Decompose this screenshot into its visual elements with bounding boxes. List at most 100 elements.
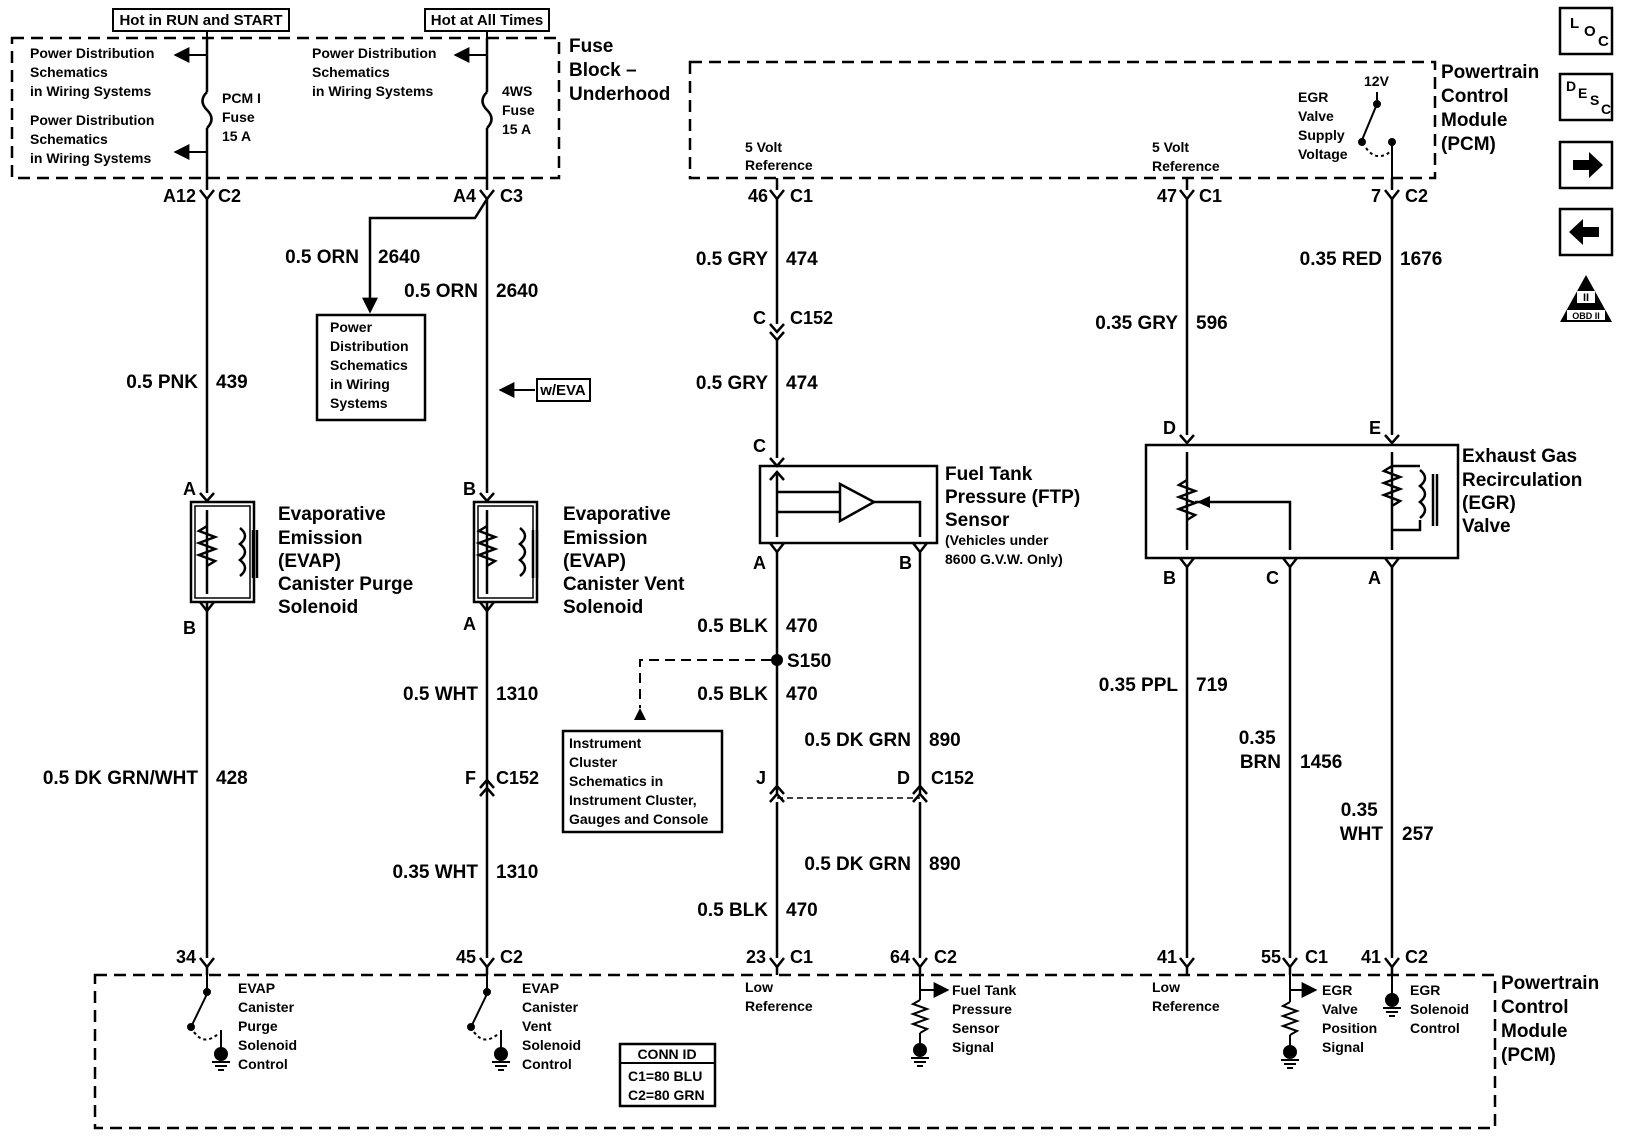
fuse-block-boundary [10, 36, 561, 180]
next-arrow-icon[interactable] [1558, 140, 1614, 190]
wire-dkgrnwht-label: 0.5 DK GRN/WHT 428 [43, 768, 248, 789]
svg-text:0.35 GRY: 0.35 GRY [1095, 313, 1178, 334]
egr-pin-d: D [1163, 418, 1176, 438]
svg-text:C1: C1 [1305, 947, 1328, 967]
svg-text:0.5 GRY: 0.5 GRY [696, 249, 768, 270]
svg-text:1310: 1310 [496, 862, 538, 883]
desc-icon[interactable]: D E S C [1558, 72, 1614, 122]
svg-text:34: 34 [176, 947, 196, 967]
svg-text:Hot in RUN and START: Hot in RUN and START [119, 12, 282, 29]
svg-text:0.5 BLK: 0.5 BLK [697, 684, 768, 705]
fuse-pin-labels: A12 C2 A4 C3 [163, 186, 523, 206]
wire-brn-label: 0.35 BRN [1239, 728, 1281, 773]
s150-dashed-branch [639, 659, 771, 708]
wire-red-label: 0.35 RED 1676 [1300, 249, 1443, 270]
svg-text:719: 719 [1196, 675, 1228, 696]
pcm1-fuse-symbol [201, 91, 213, 129]
svg-text:C2: C2 [1405, 947, 1428, 967]
c152-pin-j: J [756, 768, 766, 788]
purge-pin-a: A [183, 479, 196, 499]
svg-text:1676: 1676 [1400, 249, 1442, 270]
egr-position-input [1280, 975, 1318, 1069]
svg-text:46: 46 [748, 186, 768, 206]
svg-text:474: 474 [786, 249, 818, 270]
egr-control-output [1383, 975, 1401, 1017]
svg-text:1310: 1310 [496, 684, 538, 705]
vent-control-label: EVAP Canister Vent Solenoid Control [522, 980, 585, 1072]
ftp-signal-label: Fuel Tank Pressure Sensor Signal [952, 982, 1020, 1055]
obd2-icon[interactable]: II OBD II [1560, 275, 1612, 322]
svg-text:C2: C2 [218, 186, 241, 206]
svg-text:0.5 DK GRN: 0.5 DK GRN [804, 730, 911, 751]
svg-text:Power Distribution: Power Distribution Schematics in Wiring … [330, 319, 412, 411]
low-ref-label-2: Low Reference [1152, 979, 1220, 1014]
svg-text:0.5 GRY: 0.5 GRY [696, 373, 768, 394]
loc-icon[interactable]: L O C [1558, 6, 1614, 56]
svg-text:C1=80 BLU: C1=80 BLU [628, 1068, 702, 1084]
weva-tag: w/EVA [498, 378, 591, 402]
svg-text:470: 470 [786, 616, 818, 637]
svg-text:C: C [1601, 101, 1611, 117]
vent-pin-b: B [463, 479, 476, 499]
svg-text:Instrument Cluster: Instrument Cluster Schematics in Instrum… [569, 735, 708, 827]
wire-orn-a-label: 0.5 ORN 2640 [285, 247, 420, 268]
wire-gry2-label: 0.5 GRY 474 [696, 373, 818, 394]
svg-text:470: 470 [786, 684, 818, 705]
svg-text:E: E [1578, 85, 1587, 101]
pcm-top-pin-labels: 46 C1 47 C1 7 C2 [748, 186, 1428, 206]
svg-text:428: 428 [216, 768, 248, 789]
svg-text:C1: C1 [1199, 186, 1222, 206]
purge-pin-b: B [183, 618, 196, 638]
4ws-fuse-symbol [481, 91, 493, 129]
svg-text:CONN ID: CONN ID [637, 1046, 696, 1062]
svg-text:2640: 2640 [378, 247, 420, 268]
wire-blk2-label: 0.5 BLK 470 [697, 684, 817, 705]
svg-text:A4: A4 [453, 186, 476, 206]
svg-text:C: C [1598, 33, 1609, 50]
s150-splice [771, 654, 783, 666]
c152-mid-label: C152 [496, 768, 539, 788]
svg-text:0.35 PPL: 0.35 PPL [1099, 675, 1179, 696]
five-volt-ref-2: 5 Volt Reference [1152, 139, 1220, 174]
vent-control-switch [467, 975, 510, 1071]
pcm-top-label: Powertrain Control Module (PCM) [1441, 62, 1544, 155]
svg-text:w/EVA: w/EVA [539, 382, 586, 399]
svg-text:0.5 DK GRN: 0.5 DK GRN [804, 854, 911, 875]
circuit-ftp-low [769, 542, 785, 975]
ftp-pin-a: A [753, 553, 766, 573]
power-dist-left-2: Power Distribution Schematics in Wiring … [30, 112, 158, 166]
svg-text:0.5 WHT: 0.5 WHT [403, 684, 478, 705]
wire-dkgrn1-label: 0.5 DK GRN 890 [804, 730, 960, 751]
prev-arrow-icon[interactable] [1558, 207, 1614, 257]
svg-text:23: 23 [746, 947, 766, 967]
ftp-note: (Vehicles under 8600 G.V.W. Only) [945, 532, 1063, 567]
wire-wht3-label: 0.35 WHT [1340, 800, 1384, 845]
svg-text:C3: C3 [500, 186, 523, 206]
svg-text:0.35 RED: 0.35 RED [1300, 249, 1382, 270]
circuit-egr-low [1179, 557, 1195, 975]
vent-pin-a: A [463, 614, 476, 634]
power-dist-right: Power Distribution Schematics in Wiring … [312, 45, 440, 99]
svg-text:O: O [1584, 23, 1596, 40]
wire-wht2-label: 0.35 WHT 1310 [392, 862, 538, 883]
s150-label: S150 [787, 651, 831, 672]
conn-id-box: CONN ID C1=80 BLU C2=80 GRN [618, 1042, 717, 1108]
wire-pnk-label: 0.5 PNK 439 [126, 372, 248, 393]
circuit-egr-supply [1384, 178, 1400, 445]
4ws-fuse-label: 4WS Fuse 15 A [502, 83, 539, 137]
pcm1-fuse-label: PCM I Fuse 15 A [222, 90, 265, 144]
svg-text:0.5 DK GRN/WHT: 0.5 DK GRN/WHT [43, 768, 199, 789]
egr-control-label: EGR Solenoid Control [1410, 982, 1473, 1036]
svg-text:0.5 ORN: 0.5 ORN [285, 247, 359, 268]
wire-brn-num: 1456 [1300, 752, 1342, 773]
svg-text:0.5 PNK: 0.5 PNK [126, 372, 198, 393]
ftp-label: Fuel Tank Pressure (FTP) Sensor [945, 464, 1085, 531]
egr-supply-switch [1358, 92, 1396, 178]
c152-top-pin: C [753, 308, 766, 328]
evap-vent-label: Evaporative Emission (EVAP) Canister Ven… [563, 504, 690, 618]
ftp-pin-c: C [753, 436, 766, 456]
svg-text:55: 55 [1261, 947, 1281, 967]
svg-text:C2: C2 [934, 947, 957, 967]
svg-text:S: S [1590, 92, 1599, 108]
